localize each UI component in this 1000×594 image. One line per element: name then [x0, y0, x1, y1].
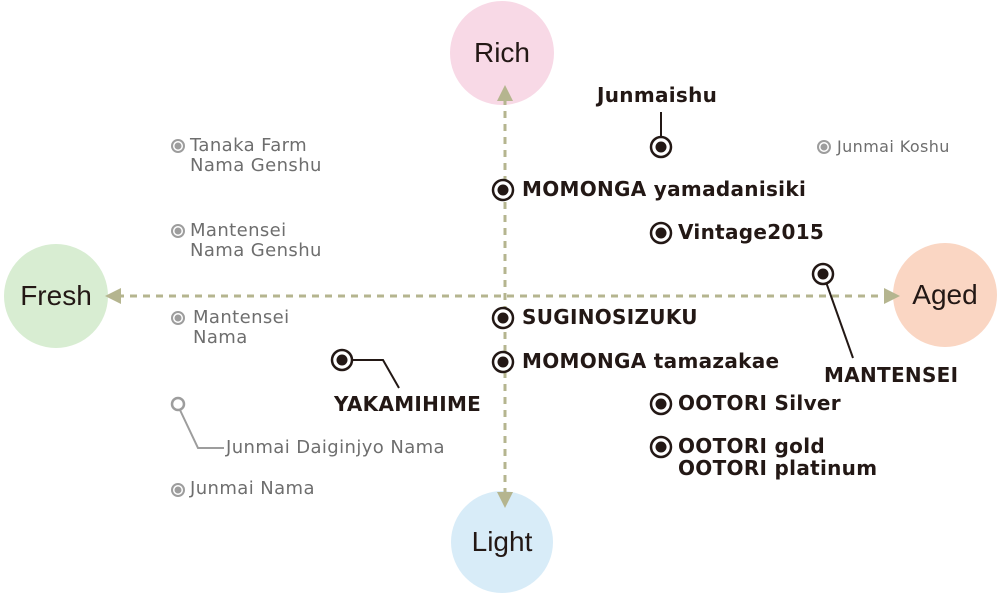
suginosizuku-label: SUGINOSIZUKU — [522, 305, 698, 329]
junmai-nama-label: Junmai Nama — [190, 478, 315, 499]
vintage2015-marker — [649, 221, 673, 245]
momonga-yamadanisiki-label: MOMONGA yamadanisiki — [522, 177, 807, 201]
junmai-daiginjyo-nama-label: Junmai Daiginjyo Nama — [226, 437, 445, 458]
aged-axis-circle: Aged — [893, 243, 997, 347]
mantensei-nama-marker — [171, 311, 185, 325]
ootori-gold-platinum-label: OOTORI gold OOTORI platinum — [678, 434, 878, 481]
ootori-silver-label: OOTORI Silver — [678, 391, 841, 415]
mantensei-nama-genshu-marker — [171, 224, 185, 238]
mantensei-nama-label: Mantensei Nama — [193, 307, 290, 349]
mantensei-nama-genshu-label: Mantensei Nama Genshu — [190, 220, 322, 262]
junmai-daiginjyo-marker — [170, 396, 186, 412]
light-axis-label: Light — [471, 526, 533, 557]
yakamihime-marker — [330, 348, 354, 372]
rich-axis-circle: Rich — [450, 1, 554, 105]
mantensei-label: MANTENSEI — [824, 363, 959, 387]
yakamihime-leader — [349, 359, 400, 389]
junmai-koshu-label: Junmai Koshu — [837, 137, 950, 156]
junmai-koshu-marker — [817, 140, 831, 154]
yakamihime-label: YAKAMIHIME — [334, 392, 482, 416]
mantensei-marker — [811, 262, 835, 286]
arrow-head-right — [884, 288, 900, 304]
mantensei-leader — [825, 281, 854, 359]
vintage2015-label: Vintage2015 — [678, 220, 825, 244]
ootori-gold-marker — [649, 435, 673, 459]
junmaishu-label: Junmaishu — [597, 83, 718, 107]
junmaishu-marker — [649, 135, 673, 159]
junmai-daiginjyo-leader — [179, 409, 224, 449]
ootori-silver-marker — [649, 392, 673, 416]
fresh-axis-circle: Fresh — [4, 244, 108, 348]
suginosizuku-marker — [491, 306, 515, 330]
arrow-head-down — [497, 492, 513, 508]
rich-axis-label: Rich — [473, 37, 530, 68]
aged-axis-label: Aged — [912, 279, 978, 310]
light-axis-circle: Light — [451, 491, 553, 593]
momonga-yamadanisiki-marker — [491, 178, 515, 202]
momonga-tamazakae-marker — [491, 350, 515, 374]
arrow-head-up — [497, 85, 513, 101]
arrow-head-left — [105, 288, 121, 304]
tanaka-farm-marker — [171, 139, 185, 153]
tanaka-farm-label: Tanaka Farm Nama Genshu — [190, 135, 322, 177]
fresh-axis-label: Fresh — [20, 280, 92, 311]
momonga-tamazakae-label: MOMONGA tamazakae — [522, 349, 780, 373]
junmai-nama-marker — [171, 483, 185, 497]
